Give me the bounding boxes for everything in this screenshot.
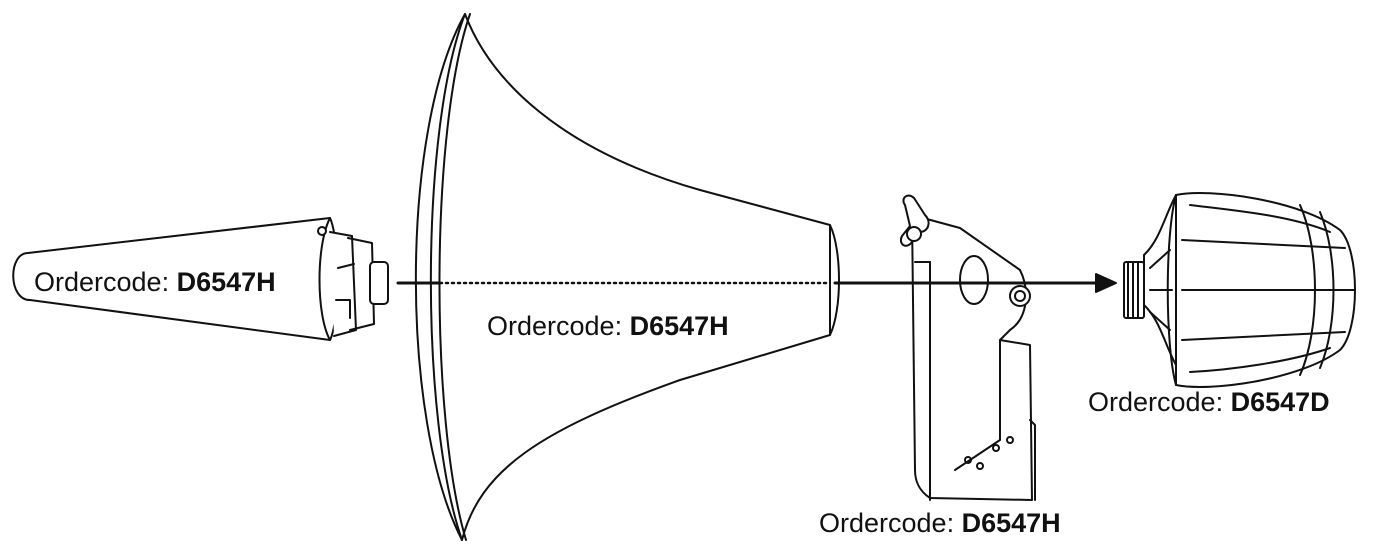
- ordercode-value: D6547H: [629, 311, 729, 341]
- mounting-bracket: [900, 194, 1036, 501]
- ordercode-value: D6547H: [961, 508, 1061, 538]
- diffuser-part: [12, 217, 389, 341]
- horn-bell: [414, 13, 840, 541]
- ordercode-prefix: Ordercode:: [487, 311, 630, 341]
- diffuser-ordercode-label: Ordercode: D6547H: [34, 269, 276, 296]
- ordercode-value: D6547H: [176, 267, 276, 297]
- ordercode-prefix: Ordercode:: [819, 508, 962, 538]
- ordercode-prefix: Ordercode:: [34, 267, 177, 297]
- assembly-arrow: [396, 273, 1117, 293]
- horn-ordercode-label: Ordercode: D6547H: [487, 313, 729, 340]
- driver-ordercode-label: Ordercode: D6547D: [1088, 389, 1330, 416]
- ordercode-value: D6547D: [1230, 387, 1330, 417]
- compression-driver: [1123, 192, 1356, 388]
- bracket-ordercode-label: Ordercode: D6547H: [819, 510, 1061, 537]
- ordercode-prefix: Ordercode:: [1088, 387, 1231, 417]
